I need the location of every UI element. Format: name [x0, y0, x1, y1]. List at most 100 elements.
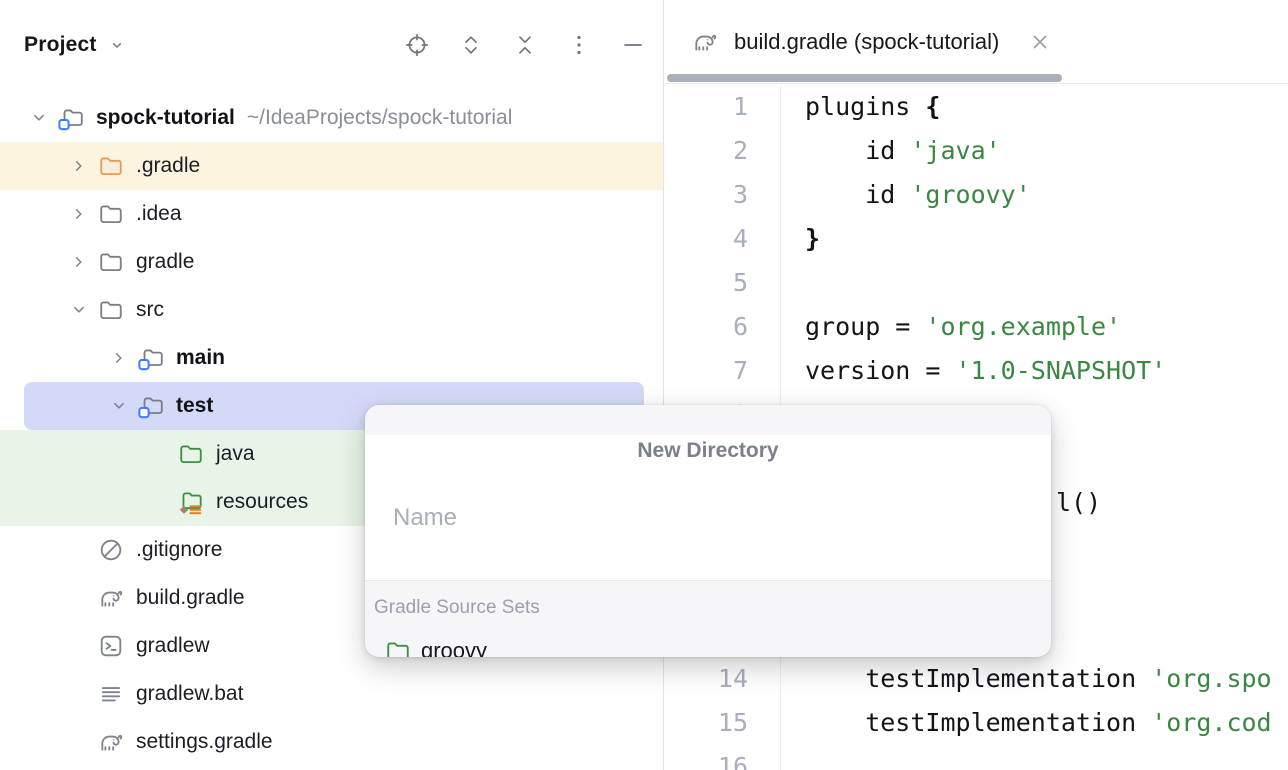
- line-number: 3: [732, 180, 748, 209]
- code-line-text: group = 'org.example': [780, 305, 1288, 349]
- code-line: 6 group = 'org.example': [664, 305, 1288, 349]
- tab-scroll-indicator[interactable]: [667, 74, 1062, 82]
- chevron-down-icon[interactable]: [107, 35, 127, 55]
- folder-green-icon: [174, 440, 208, 468]
- code-line-text: version = '1.0-SNAPSHOT': [780, 349, 1288, 393]
- line-number: 2: [732, 136, 748, 165]
- popup-suggestions-section: Gradle Source Sets groovy: [365, 581, 1051, 657]
- tree-item-main[interactable]: main: [0, 334, 663, 382]
- chevron-down-icon[interactable]: [104, 394, 134, 418]
- close-icon[interactable]: [1027, 29, 1053, 55]
- tree-item-settings.gradle[interactable]: settings.gradle: [0, 718, 663, 766]
- folder-green-icon: [385, 638, 411, 657]
- tree-item-label: .gitignore: [136, 538, 223, 561]
- chevron-spacer: [64, 634, 94, 658]
- tree-item-gradlew.bat[interactable]: gradlew.bat: [0, 670, 663, 718]
- chevron-spacer: [64, 730, 94, 754]
- chevron-right-icon[interactable]: [64, 250, 94, 274]
- module-folder-icon: [54, 104, 88, 132]
- chevron-right-icon[interactable]: [64, 202, 94, 226]
- tree-item-path: ~/IdeaProjects/spock-tutorial: [246, 106, 513, 129]
- tree-item-label: src: [136, 298, 164, 321]
- folder-orange-icon: [94, 152, 128, 180]
- code-line-text: [780, 261, 1288, 305]
- tree-item-label: .gradle: [136, 154, 201, 177]
- line-number: 7: [732, 356, 748, 385]
- tab-title: build.gradle (spock-tutorial): [734, 28, 1000, 54]
- popup-item-groovy[interactable]: groovy: [365, 629, 1051, 657]
- tree-item-label: gradlew: [136, 634, 210, 657]
- code-line-text: testImplementation 'org.spo: [780, 657, 1288, 701]
- code-line: 14 testImplementation 'org.spo: [664, 657, 1288, 701]
- chevron-spacer: [64, 586, 94, 610]
- locate-icon[interactable]: [405, 33, 429, 57]
- chevron-right-icon[interactable]: [104, 346, 134, 370]
- popup-input-section: New Directory: [365, 435, 1051, 581]
- code-line-text: id 'java': [780, 129, 1288, 173]
- ignored-file-icon: [94, 536, 128, 564]
- resources-folder-icon: [174, 488, 208, 516]
- tree-item-label: settings.gradle: [136, 730, 273, 753]
- tree-item-label: gradle: [136, 250, 195, 273]
- code-line: 16: [664, 745, 1288, 770]
- code-line-text: id 'groovy': [780, 173, 1288, 217]
- code-line: 5: [664, 261, 1288, 305]
- tree-item-dot-gradle[interactable]: .gradle: [0, 142, 663, 190]
- tree-item-dot-gitignore[interactable]: .gitignore: [0, 526, 663, 574]
- chevron-spacer: [64, 538, 94, 562]
- tree-item-spock-tutorial[interactable]: spock-tutorial ~/IdeaProjects/spock-tutor…: [0, 94, 663, 142]
- panel-title[interactable]: Project: [24, 33, 97, 56]
- popup-title: New Directory: [637, 439, 779, 462]
- tree-item-dot-idea[interactable]: .idea: [0, 190, 663, 238]
- line-number: 14: [717, 664, 748, 693]
- shell-file-icon: [94, 632, 128, 660]
- hide-panel-icon[interactable]: [621, 33, 645, 57]
- chevron-spacer: [64, 682, 94, 706]
- line-number: 4: [732, 224, 748, 253]
- tree-item-src[interactable]: src: [0, 286, 663, 334]
- tree-item-label: test: [176, 394, 214, 417]
- folder-icon: [94, 248, 128, 276]
- tree-item-label: gradlew.bat: [136, 682, 244, 705]
- chevron-right-icon[interactable]: [64, 154, 94, 178]
- line-number: 16: [717, 752, 748, 770]
- tab-build-gradle[interactable]: build.gradle (spock-tutorial): [664, 29, 1053, 55]
- code-line: 4}: [664, 217, 1288, 261]
- code-line-text: testImplementation 'org.cod: [780, 701, 1288, 745]
- module-folder-icon: [134, 344, 168, 372]
- chevron-down-icon[interactable]: [64, 298, 94, 322]
- tree-item-build.gradle[interactable]: build.gradle: [0, 574, 663, 622]
- tree-item-gradle[interactable]: gradle: [0, 238, 663, 286]
- directory-name-input[interactable]: [365, 493, 1051, 543]
- chevron-down-icon[interactable]: [24, 106, 54, 130]
- project-panel-header: Project: [0, 0, 663, 90]
- code-line-text: [780, 745, 1288, 770]
- panel-toolbar: [405, 33, 645, 57]
- folder-icon: [94, 200, 128, 228]
- code-line-text: }: [780, 217, 1288, 261]
- module-folder-icon: [134, 392, 168, 420]
- text-file-icon: [94, 680, 128, 708]
- more-options-icon[interactable]: [567, 33, 591, 57]
- tree-item-label: resources: [216, 490, 309, 513]
- code-line: 3 id 'groovy': [664, 173, 1288, 217]
- gradle-file-icon: [690, 29, 722, 55]
- code-line: 7 version = '1.0-SNAPSHOT': [664, 349, 1288, 393]
- line-number: 5: [732, 268, 748, 297]
- collapse-all-icon[interactable]: [513, 33, 537, 57]
- gradle-file-icon: [94, 584, 128, 612]
- tree-item-label: main: [176, 346, 226, 369]
- line-number: 15: [717, 708, 748, 737]
- tree-item-gradlew[interactable]: gradlew: [0, 622, 663, 670]
- tree-item-label: .idea: [136, 202, 182, 225]
- code-line-text: plugins {: [780, 85, 1288, 129]
- line-number: 6: [732, 312, 748, 341]
- expand-all-icon[interactable]: [459, 33, 483, 57]
- tree-item-label: spock-tutorial: [96, 106, 235, 129]
- project-tree: spock-tutorial ~/IdeaProjects/spock-tutor…: [0, 90, 663, 766]
- tree-item-label: java: [216, 442, 255, 465]
- new-directory-popup: New Directory Gradle Source Sets groovy: [365, 405, 1051, 657]
- editor-tab-bar: build.gradle (spock-tutorial): [664, 0, 1288, 84]
